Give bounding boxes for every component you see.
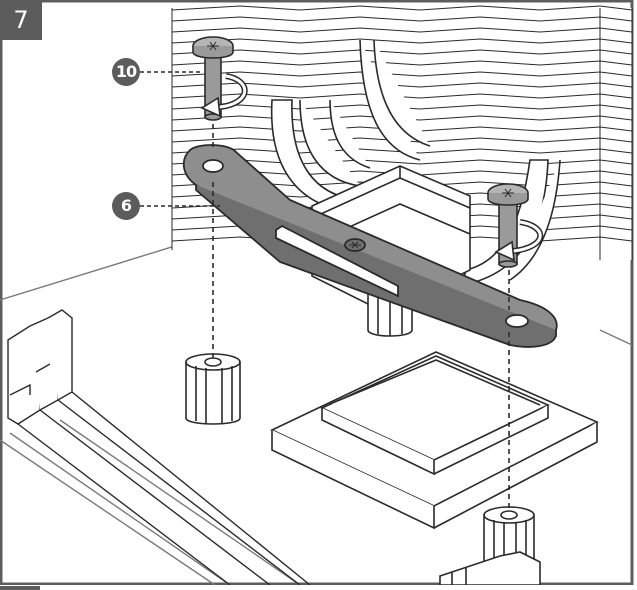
- heatsink-fin: [171, 104, 633, 110]
- heatsink-fin: [171, 148, 633, 154]
- step-number-badge: 7: [0, 0, 42, 40]
- bottom-strip: [0, 585, 637, 590]
- callout-part-10: 10: [112, 58, 140, 86]
- heatsink-fin: [171, 16, 633, 22]
- heatsink-fin: [171, 159, 633, 165]
- heatsink-fin: [171, 60, 633, 66]
- mounting-bar: [182, 144, 558, 348]
- cpu-socket: [270, 351, 599, 530]
- heatsink-fin: [171, 71, 633, 77]
- heatsink-fin: [171, 93, 633, 99]
- heatsink-fin: [171, 38, 633, 44]
- rotate-clockwise-arrow-icon: [200, 73, 248, 118]
- heatsink-fin: [171, 82, 633, 88]
- guide-lines: [212, 124, 510, 508]
- next-step-tab: [0, 586, 40, 590]
- rotate-clockwise-arrow-icon-right: [494, 219, 544, 262]
- ram-slots: [7, 309, 311, 586]
- heatsink-fin: [171, 115, 633, 121]
- heatsink-fin: [171, 5, 633, 11]
- standoff-left: [185, 353, 241, 425]
- callout-part-6: 6: [112, 192, 140, 220]
- callout-leader-lines: [140, 71, 220, 207]
- heatsink-fin: [171, 27, 633, 33]
- heatsink-fin: [171, 49, 633, 55]
- standoff-right: [439, 506, 541, 586]
